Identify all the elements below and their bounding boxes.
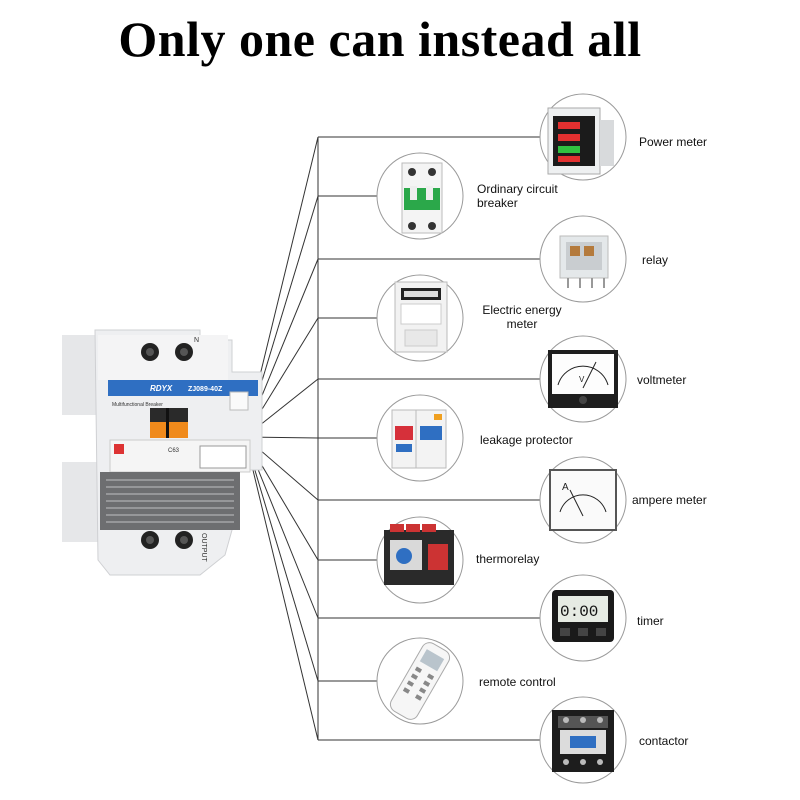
device-rating: C63 — [168, 448, 180, 454]
timer-icon: 0:00 — [539, 574, 627, 662]
device-left-tag: Multifunctional Breaker — [112, 402, 163, 408]
device-brand: RDYX — [150, 384, 173, 393]
label-contactor: contactor — [639, 734, 689, 748]
device-model: ZJ089-40Z — [188, 386, 223, 393]
svg-text:V: V — [579, 375, 585, 384]
relay-icon — [539, 215, 627, 303]
ammeter-icon: A — [539, 456, 627, 544]
label-thermorelay: thermorelay — [476, 552, 540, 566]
label-leakage-protector: leakage protector — [480, 433, 573, 447]
power-meter-icon — [539, 93, 627, 181]
remote-control-icon — [376, 637, 464, 725]
label-power-meter: Power meter — [639, 135, 708, 149]
page-title: Only one can instead all — [118, 11, 642, 67]
label-electric-energy-meter: Electric energy meter — [482, 303, 562, 331]
thermorelay-icon — [376, 516, 464, 604]
label-ordinary-circuit-breaker: Ordinary circuit breaker — [477, 182, 558, 210]
label-voltmeter: voltmeter — [637, 373, 687, 387]
svg-text:0:00: 0:00 — [560, 603, 598, 621]
device-bottom-mark: OUTPUT — [200, 533, 207, 563]
label-remote-control: remote control — [479, 675, 556, 689]
label-timer: timer — [637, 614, 664, 628]
energy-meter-icon — [376, 274, 464, 362]
device-top-mark: N — [194, 337, 199, 344]
contactor-icon — [539, 696, 627, 784]
circuit-breaker-icon — [376, 152, 464, 240]
svg-text:A: A — [562, 482, 569, 493]
smart-breaker-device: N RDYX ZJ089-40Z Multifunctional Breaker… — [62, 329, 263, 576]
label-relay: relay — [642, 253, 669, 267]
label-ampere-meter: ampere meter — [632, 493, 707, 507]
voltmeter-icon: V — [539, 335, 627, 423]
leakage-protector-icon — [376, 394, 464, 482]
